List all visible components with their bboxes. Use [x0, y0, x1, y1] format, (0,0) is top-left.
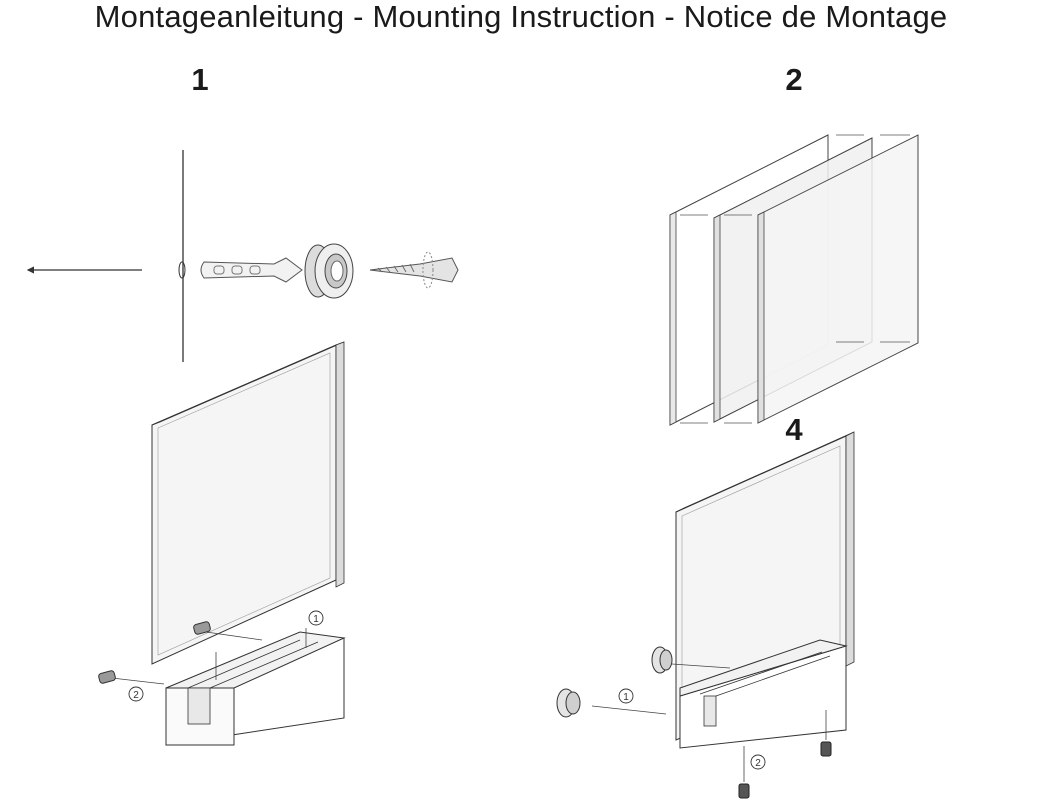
callout-1-step3: 1	[308, 610, 324, 626]
wall-dowel-icon	[200, 257, 303, 283]
wall-hole	[178, 261, 186, 279]
spacer-ring-icon-step4b	[556, 688, 581, 718]
step4-final-assembly: 1 2	[556, 431, 855, 799]
spacer-ring-icon-step4a	[651, 646, 673, 674]
wooden-base	[165, 631, 346, 746]
svg-text:2: 2	[133, 690, 139, 701]
wooden-base-step4	[679, 639, 848, 749]
step-number-2: 2	[785, 62, 803, 97]
step4-guides	[591, 663, 827, 782]
callout-2-step3: 2	[128, 686, 144, 702]
foot-screw-icon	[738, 741, 832, 799]
screw-icon	[369, 251, 459, 289]
setscrew-icon	[98, 621, 211, 684]
front-glass-panel	[757, 134, 919, 424]
svg-text:1: 1	[313, 614, 319, 625]
svg-text:2: 2	[755, 758, 761, 769]
step3-guides	[111, 628, 307, 685]
alignment-arrows	[680, 134, 910, 424]
step1-wall-mount	[26, 150, 459, 362]
svg-text:1: 1	[623, 692, 629, 703]
step-number-4: 4	[785, 412, 803, 447]
instruction-title: Montageanleitung - Mounting Instruction …	[94, 0, 948, 34]
step-number-1: 1	[191, 62, 209, 97]
callout-1-step4: 1	[618, 688, 634, 704]
step2-frame-layers	[669, 134, 919, 426]
step3-base-assembly: 1 2	[98, 341, 346, 746]
spacer-ring-icon	[304, 243, 354, 299]
display-panel	[151, 341, 345, 665]
callout-2-step4: 2	[750, 754, 766, 770]
